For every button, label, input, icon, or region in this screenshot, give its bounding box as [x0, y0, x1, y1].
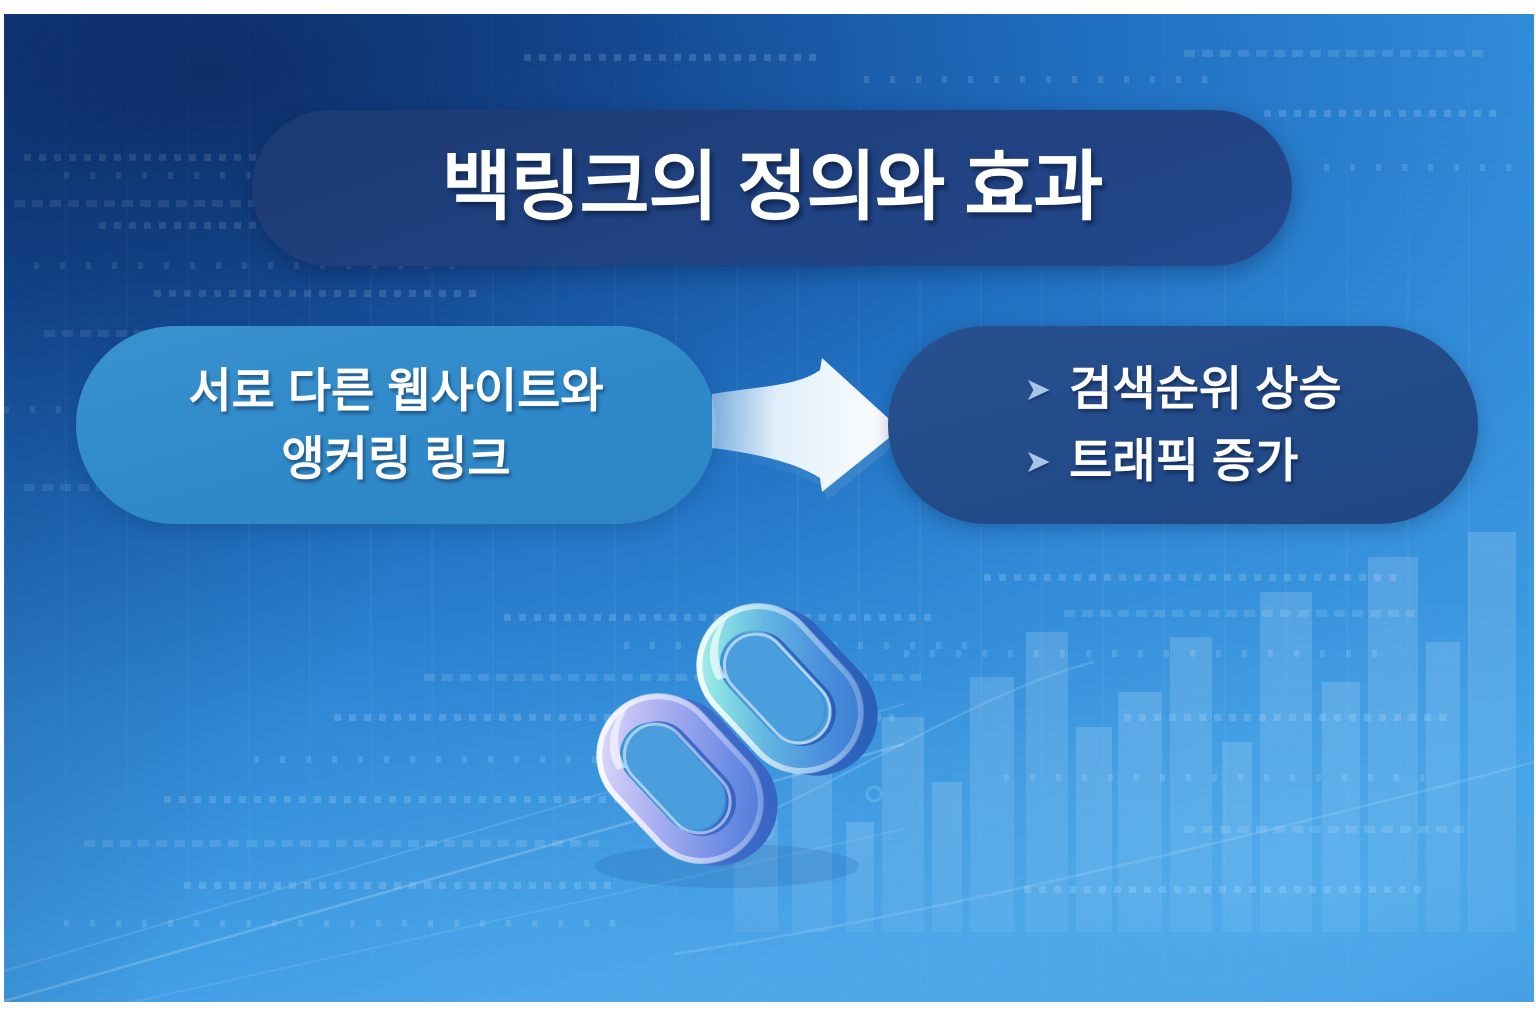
benefit-label-2: 트래픽 증가 [1069, 434, 1299, 487]
title-banner: 백링크의 정의와 효과 [252, 110, 1292, 266]
infographic-poster: 백링크의 정의와 효과 서로 다른 웹사이트와 앵커링 링크 [4, 14, 1534, 1002]
list-item[interactable]: ➤ 검색순위 상승 [1024, 357, 1341, 421]
background-bar-chart [674, 502, 1534, 1002]
chain-link-icon [595, 603, 878, 888]
definition-card-text: 서로 다른 웹사이트와 앵커링 링크 [188, 357, 603, 493]
benefits-card[interactable]: ➤ 검색순위 상승 ➤ 트래픽 증가 [888, 326, 1478, 524]
definition-card[interactable]: 서로 다른 웹사이트와 앵커링 링크 [76, 326, 716, 524]
page-title: 백링크의 정의와 효과 [441, 145, 1104, 230]
benefits-list: ➤ 검색순위 상승 ➤ 트래픽 증가 [1024, 357, 1341, 493]
list-item[interactable]: ➤ 트래픽 증가 [1024, 429, 1341, 493]
definition-line-2: 앵커링 링크 [281, 432, 511, 485]
definition-line-1: 서로 다른 웹사이트와 [188, 364, 604, 417]
chevron-right-icon: ➤ [1024, 443, 1052, 479]
arrow-right-icon [712, 358, 903, 501]
benefit-label-1: 검색순위 상승 [1069, 362, 1342, 415]
chevron-right-icon: ➤ [1024, 371, 1052, 407]
